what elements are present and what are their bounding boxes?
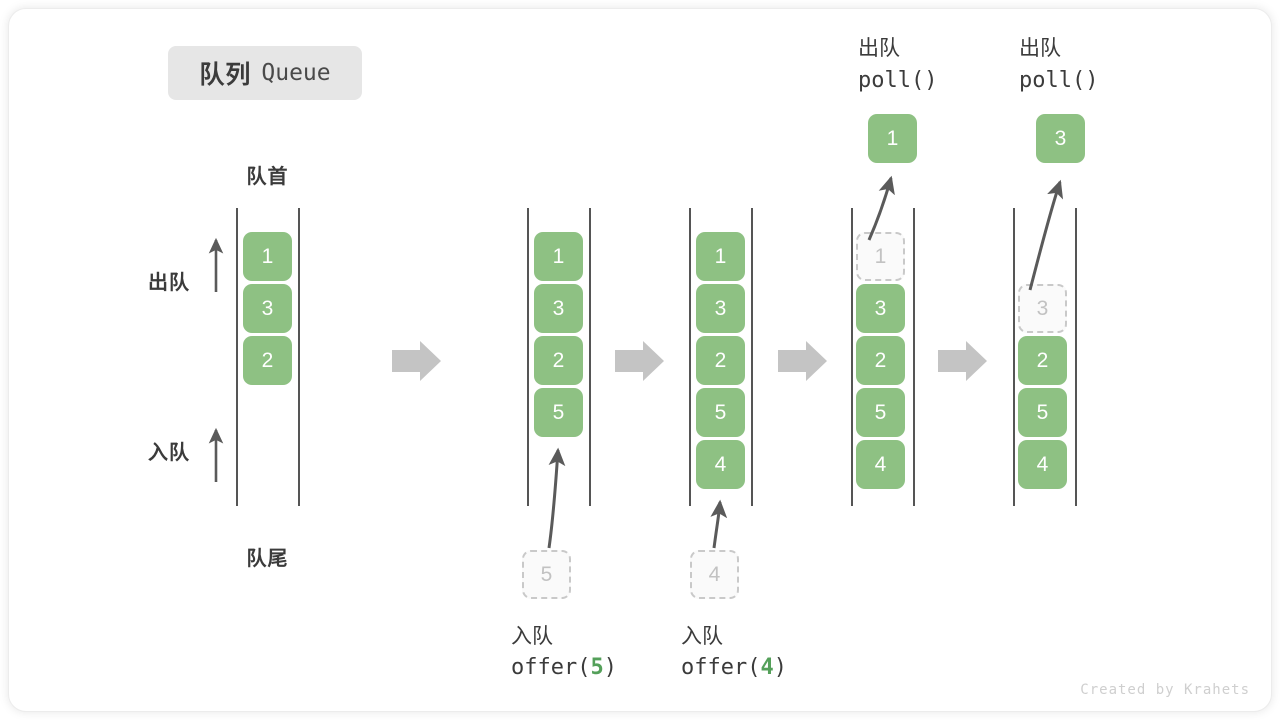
enqueue-caption-cn-2: 入队 [681,625,723,648]
queue-rail-right-3 [751,208,753,506]
queue-cell: 3 [696,284,745,333]
enqueue-caption-cn-1: 入队 [511,625,553,648]
queue-rail-left-5 [1013,208,1015,506]
queue-cell: 1 [696,232,745,281]
dequeue-caption-cn-2: 出队 [1019,37,1061,60]
queue-cell: 2 [696,336,745,385]
queue-cell: 4 [1018,440,1067,489]
queue-cell: 5 [856,388,905,437]
dequeue-caption-cn-1: 出队 [858,37,900,60]
dequeue-direction-label: 出队 [148,272,190,294]
queue-rail-left-3 [689,208,691,506]
queue-cell: 2 [856,336,905,385]
enqueue-direction-label: 入队 [148,442,190,464]
enqueue-arg-1: 5 [590,655,604,680]
queue-rail-left-2 [527,208,529,506]
dequeue-caption-code-2: poll() [1019,68,1099,93]
queue-rail-left-1 [236,208,238,506]
queue-cell: 1 [534,232,583,281]
queue-cell: 2 [534,336,583,385]
outgoing-ghost-cell: 3 [1018,284,1067,333]
queue-cell: 1 [243,232,292,281]
queue-rail-right-2 [589,208,591,506]
queue-cell: 4 [696,440,745,489]
queue-rail-left-4 [851,208,853,506]
queue-cell: 5 [1018,388,1067,437]
diagram-card [8,8,1272,712]
dequeue-caption-code-1: poll() [858,68,938,93]
queue-rail-right-1 [298,208,300,506]
queue-rail-right-4 [913,208,915,506]
queue-cell: 4 [856,440,905,489]
popped-cell: 1 [868,114,917,163]
enqueue-caption-code-2: offer(4) [681,655,787,680]
watermark: Created by Krahets [1080,682,1250,698]
enqueue-arg-2: 4 [760,655,774,680]
queue-rear-label: 队尾 [246,548,289,570]
queue-cell: 3 [856,284,905,333]
enqueue-caption-code-1: offer(5) [511,655,617,680]
queue-cell: 5 [696,388,745,437]
incoming-ghost-cell: 4 [690,550,739,599]
incoming-ghost-cell: 5 [522,550,571,599]
title-badge: 队列 Queue [168,46,362,100]
queue-rail-right-5 [1075,208,1077,506]
outgoing-ghost-cell: 1 [856,232,905,281]
queue-cell: 3 [243,284,292,333]
queue-front-label: 队首 [246,166,289,188]
popped-cell: 3 [1036,114,1085,163]
queue-cell: 2 [243,336,292,385]
title-english: Queue [261,60,331,86]
title-chinese: 队列 [199,61,252,89]
queue-cell: 2 [1018,336,1067,385]
queue-cell: 3 [534,284,583,333]
queue-cell: 5 [534,388,583,437]
